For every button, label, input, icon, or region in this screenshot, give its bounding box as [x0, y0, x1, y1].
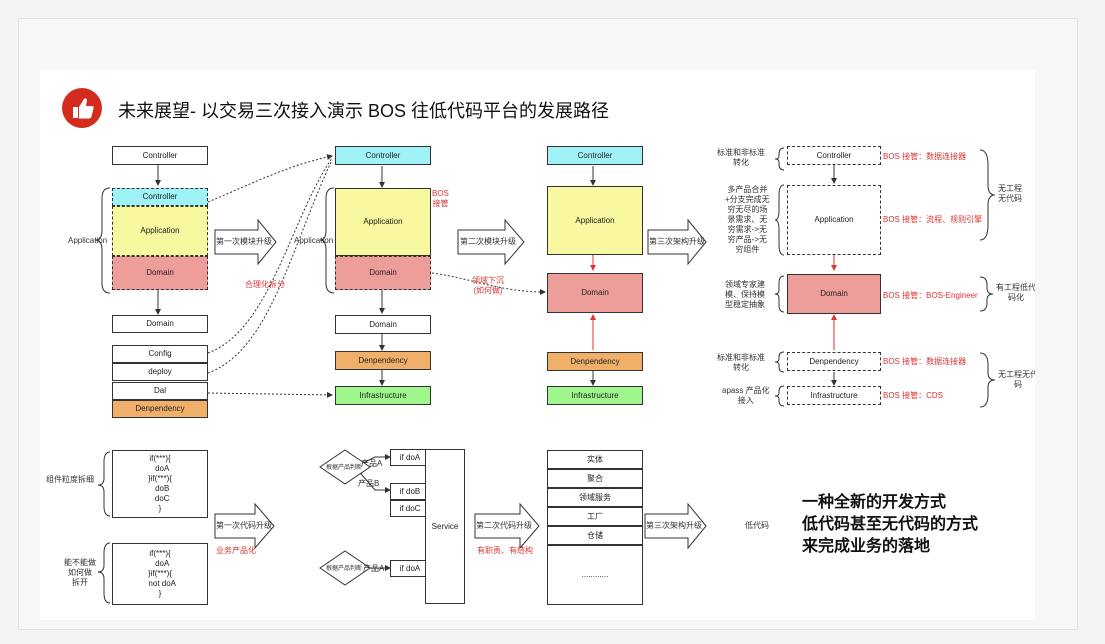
layer-factory: 工厂	[547, 507, 643, 526]
connector-lines	[94, 147, 996, 604]
if-doa-box: if doA	[390, 449, 430, 466]
col3-controller: Controller	[547, 146, 643, 165]
col4-denpendency: Denpendency	[787, 352, 881, 371]
layer-aggregate: 聚合	[547, 469, 643, 488]
col1-application: Application	[112, 206, 208, 256]
layer-domain-service: 领域服务	[547, 488, 643, 507]
step-arrow-top-1-label: 第一次模块升级	[216, 237, 272, 246]
slide: 未来展望- 以交易三次接入演示 BOS 往低代码平台的发展路径 Controll…	[40, 70, 1035, 620]
branch-product-a-2: 产品A	[363, 564, 385, 573]
step-arrow-top-2-label: 第二次模块升级	[460, 237, 516, 246]
col4-right-note-3: 无工程无代 码	[998, 370, 1035, 389]
col4-application: Application	[787, 185, 881, 255]
col4-infrastructure: Infrastructure	[787, 386, 881, 405]
step-arrow-top-3-label: 第三次架构升级	[649, 237, 705, 246]
col2-domain: Domain	[335, 315, 431, 334]
col4-left-note-4: 标准和非标准 转化	[717, 353, 765, 372]
col2-denpendency: Denpendency	[335, 351, 431, 370]
col4-bos-note-1: BOS 接管：数据连接器	[883, 152, 967, 161]
layer-repository: 仓储	[547, 526, 643, 545]
col4-left-note-1: 标准和非标准 转化	[717, 148, 765, 167]
branch-product-a: 产品A	[361, 459, 383, 468]
bottom-structure-note: 有职责、有结构	[477, 546, 533, 555]
bottom-label-2: 能不能做 如何做 拆开	[64, 558, 96, 587]
col4-domain: Domain	[787, 274, 881, 314]
if-doc-box: if doC	[390, 500, 430, 517]
col4-right-note-2: 有工程低代 码化	[996, 283, 1035, 302]
summary-text: 一种全新的开发方式 低代码甚至无代码的方式 来完成业务的落地	[802, 494, 979, 555]
service-box: Service	[425, 449, 465, 604]
col3-domain: Domain	[547, 273, 643, 313]
col2-application: Application	[335, 188, 431, 256]
col4-bos-note-2: BOS 接管：流程、规则引擎	[883, 215, 983, 224]
col2-domain-dashed: Domain	[335, 256, 431, 290]
lowcode-label: 低代码	[745, 521, 769, 530]
step-arrow-bottom-2-label: 第二次代码升级	[476, 521, 532, 530]
col1-domain: Domain	[112, 315, 208, 333]
col4-bos-note-3: BOS 接管：BOS-Engineer	[883, 291, 978, 300]
col1-denpendency: Denpendency	[112, 400, 208, 418]
col2-sink-note: 领域下沉 (如何做)	[472, 276, 504, 295]
branch-product-b: 产品B	[358, 479, 380, 488]
col4-right-note-1: 无工程 无代码	[998, 184, 1022, 203]
col1-application-label: Application	[68, 236, 108, 245]
code-block-1: if(***){ doA }if(***){ doB doC }	[112, 450, 208, 518]
if-doa-box-2: if doA	[390, 560, 430, 577]
col4-bos-note-5: BOS 接管：CDS	[883, 391, 944, 400]
thumbs-up-icon	[62, 88, 102, 128]
col4-left-note-5: apass 产品化 接入	[722, 386, 770, 405]
col2-controller: Controller	[335, 146, 431, 165]
col1-split-note: 合理化拆分	[245, 280, 285, 289]
bottom-label-1: 组件粒度拆细	[46, 475, 94, 484]
col4-bos-note-4: BOS 接管：数据连接器	[883, 357, 967, 366]
col1-controller: Controller	[112, 188, 208, 206]
col2-bos-note: BOS 接管	[432, 189, 449, 208]
decision-1-label: 根据产品判断	[326, 465, 363, 471]
step-arrow-bottom-3-label: 第三次架构升级	[646, 521, 702, 530]
decision-2-label: 根据产品判断	[326, 566, 363, 572]
if-dob-box: if doB	[390, 483, 430, 500]
col4-left-note-3: 领域专家建 模、保持模 型稳定抽象	[725, 280, 765, 309]
col4-controller: Controller	[787, 146, 881, 165]
bottom-product-note: 业务产品化	[216, 546, 256, 555]
col3-denpendency: Denpendency	[547, 352, 643, 371]
col1-domain-dashed: Domain	[112, 256, 208, 290]
col3-application: Application	[547, 186, 643, 255]
col1-config: Config	[112, 345, 208, 363]
code-block-2: if(***){ doA }if(***){ not doA }	[112, 543, 208, 605]
col2-infrastructure: Infrastructure	[335, 386, 431, 405]
col3-infrastructure: Infrastructure	[547, 386, 643, 405]
layer-entity: 实体	[547, 450, 643, 469]
col1-controller-top: Controller	[112, 146, 208, 165]
col4-left-note-2: 多产品合并 +分支完成无 穷无尽的场 景需求、无 穷需求->无 穷产品->无 穷…	[725, 185, 770, 254]
step-arrow-bottom-1-label: 第一次代码升级	[216, 521, 272, 530]
col1-dal: Dal	[112, 382, 208, 400]
col2-application-label: Application	[294, 236, 334, 245]
slide-title: 未来展望- 以交易三次接入演示 BOS 往低代码平台的发展路径	[118, 101, 610, 121]
col1-deploy: deploy	[112, 363, 208, 381]
layer-more: ............	[547, 545, 643, 605]
